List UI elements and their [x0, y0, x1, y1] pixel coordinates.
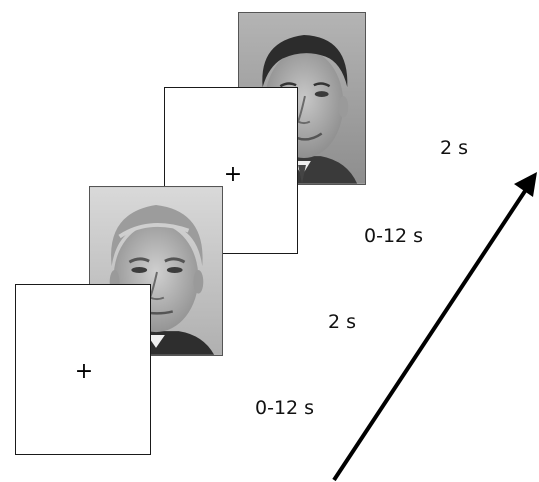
- duration-label-face-2: 2 s: [328, 311, 357, 333]
- fixation-screen-2: +: [15, 284, 151, 455]
- duration-label-face-1: 2 s: [440, 137, 469, 159]
- fixation-cross: +: [223, 162, 243, 187]
- duration-label-fixation-1: 0-12 s: [364, 225, 424, 247]
- duration-label-fixation-2: 0-12 s: [255, 397, 315, 419]
- fixation-cross: +: [74, 359, 94, 384]
